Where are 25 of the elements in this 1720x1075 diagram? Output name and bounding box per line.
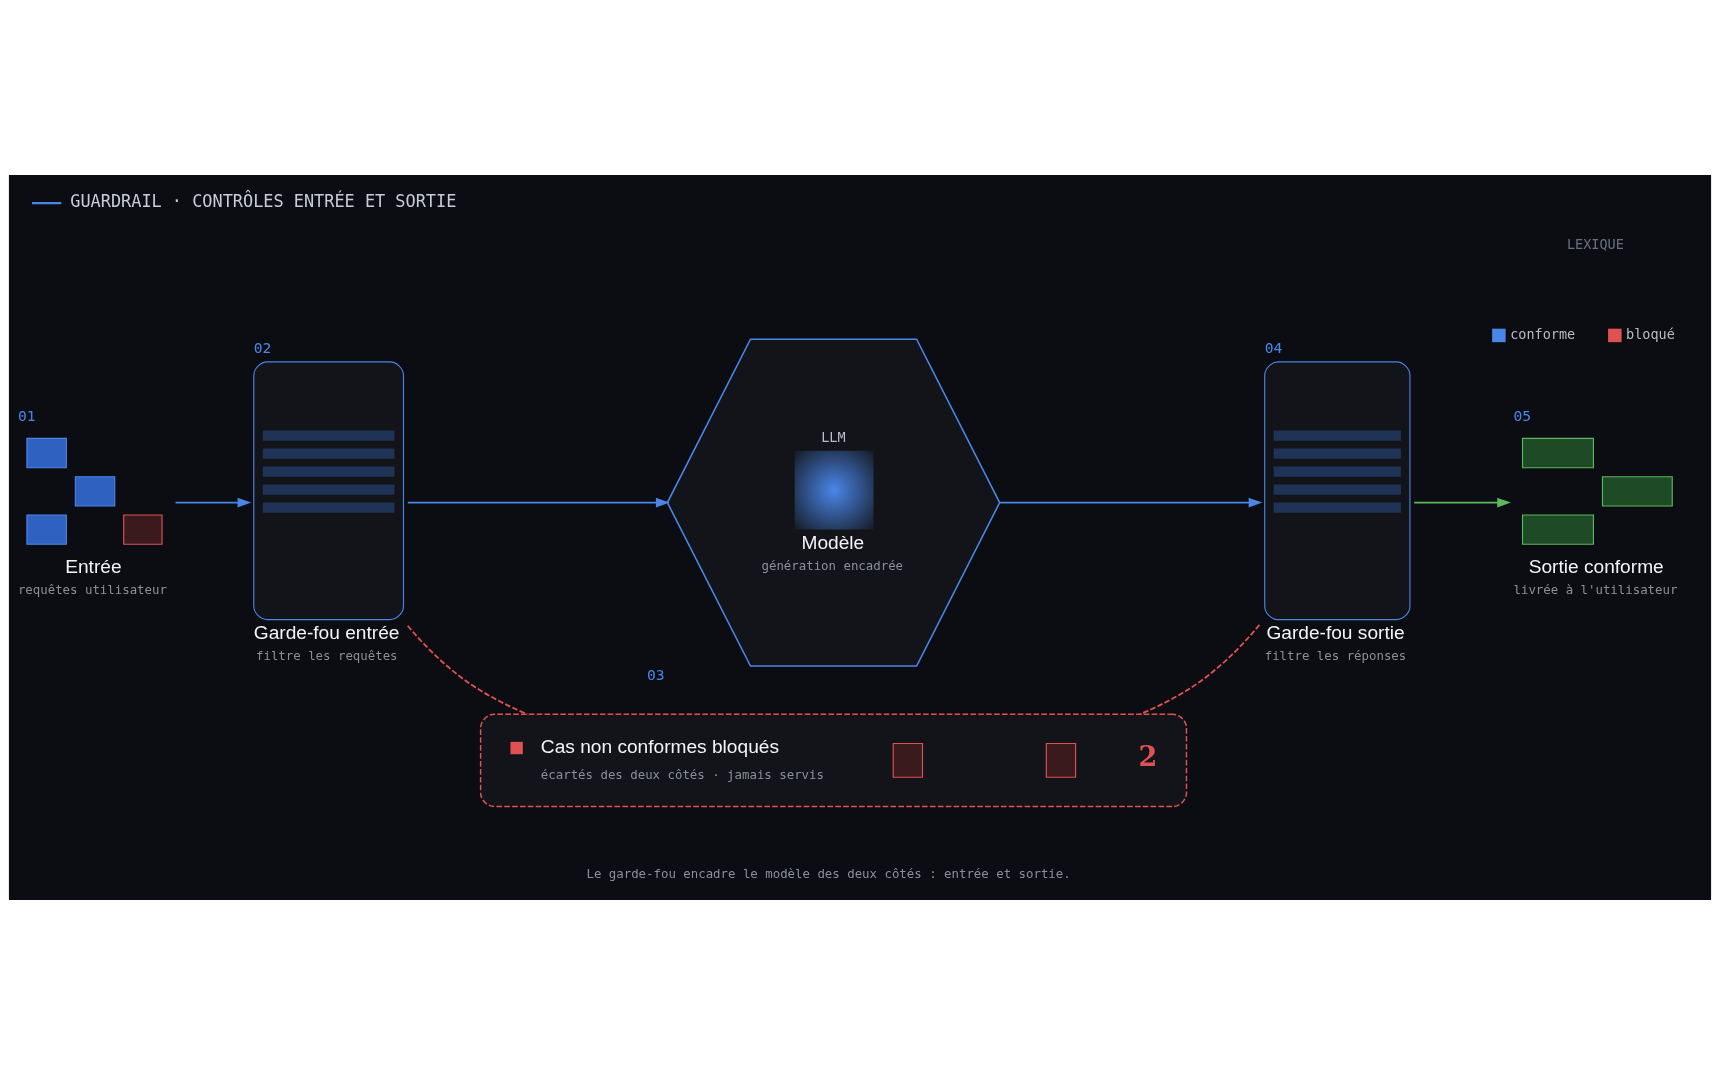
node-label: Entrée (65, 556, 122, 578)
node-label: Garde-fou entrée (253, 622, 400, 644)
legend-label: conforme (1510, 325, 1576, 342)
arrow (174, 497, 252, 508)
arrow (998, 497, 1263, 508)
node-label: Garde-fou sortie (1266, 622, 1405, 644)
node-box: Cas non conformes bloqués 2 écartés des deux côtés · jamais servis (479, 713, 1188, 808)
arrow (1413, 497, 1511, 508)
node-label: 03 (646, 666, 665, 684)
node-label: filtre les réponses (1264, 648, 1407, 663)
legend-label: bloqué (1626, 325, 1675, 342)
node-label: requêtes utilisateur (17, 582, 167, 597)
node-label: livrée à l'utilisateur (1513, 582, 1678, 597)
node-label: 02 (253, 339, 272, 357)
caption: Le garde-fou encadre le modèle des deux côtés : entrée et sortie. (586, 867, 1071, 882)
node-label: 04 (1264, 339, 1283, 357)
node-label: 05 (1513, 406, 1532, 424)
node-label: Sortie conforme (1528, 556, 1664, 578)
label: LEXIQUE (1566, 236, 1624, 253)
node-label: 01 (17, 406, 36, 424)
connector (1139, 623, 1261, 716)
node-label: filtre les requêtes (256, 648, 398, 663)
connector (406, 624, 529, 716)
arrow (406, 497, 670, 508)
diagram-title: GUARDRAIL · CONTRÔLES ENTRÉE ET SORTIE (70, 191, 457, 212)
